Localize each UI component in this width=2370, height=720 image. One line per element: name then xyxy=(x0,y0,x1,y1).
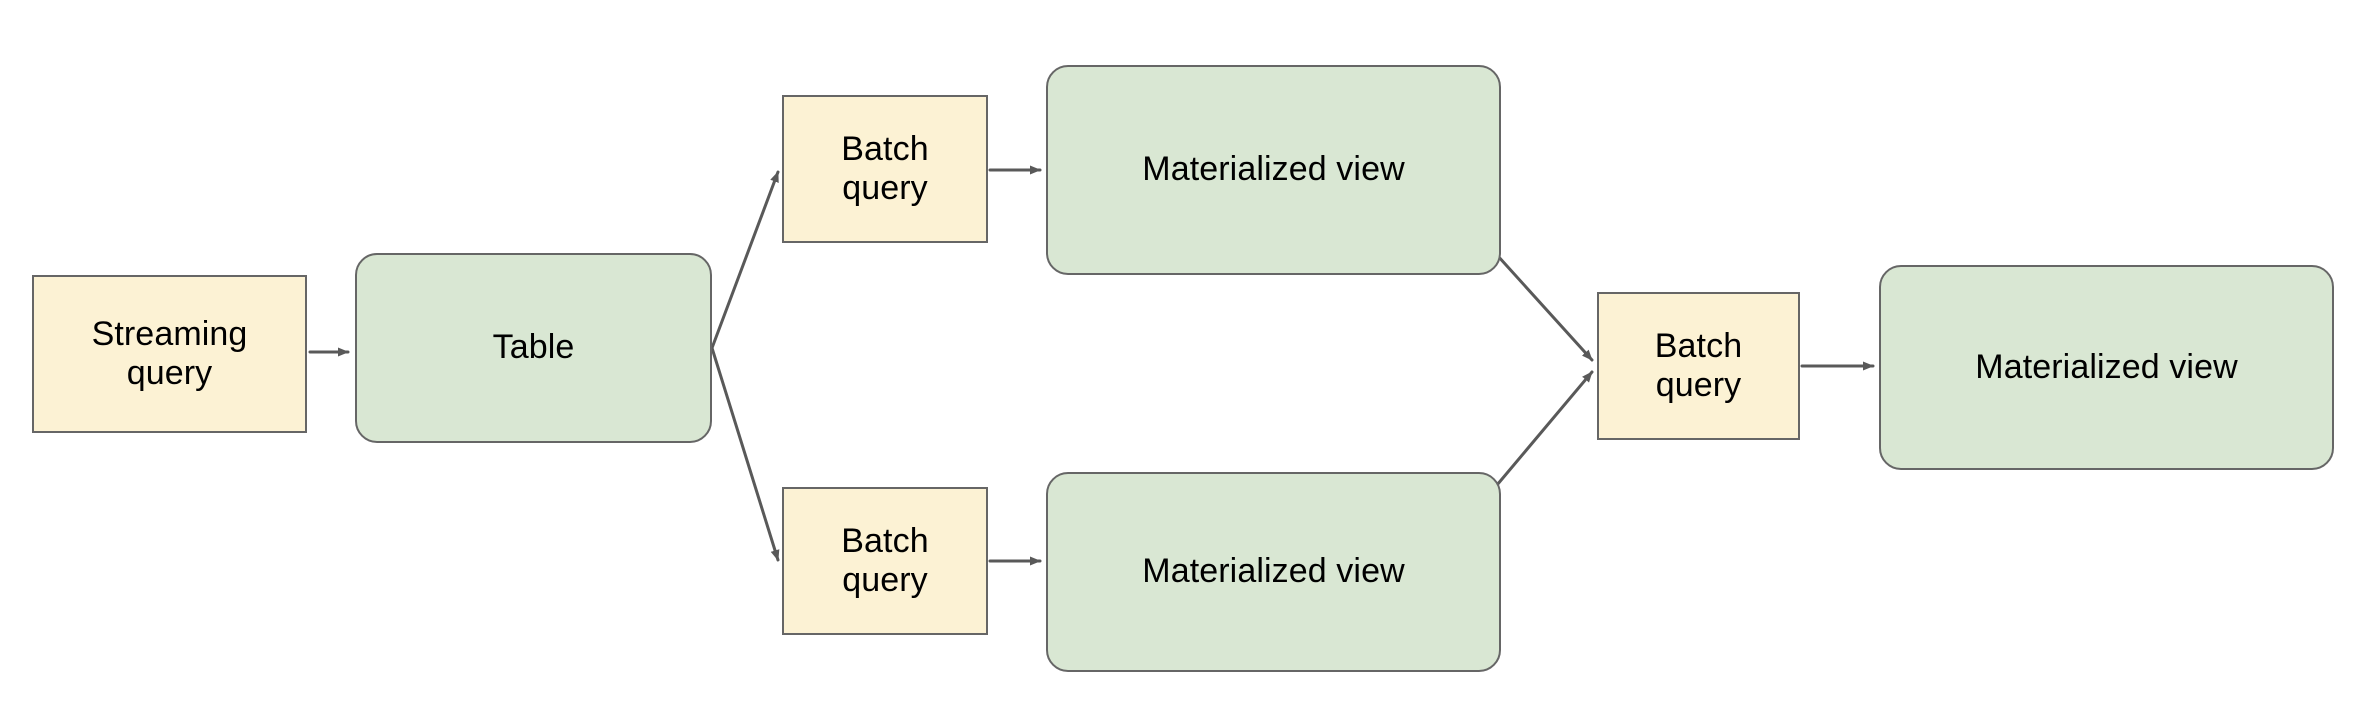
node-batch-query-merge[interactable]: Batch query xyxy=(1597,292,1800,440)
node-table[interactable]: Table xyxy=(355,253,712,443)
node-materialized-view-final[interactable]: Materialized view xyxy=(1879,265,2334,470)
edge-table-to-batch-bottom xyxy=(710,346,780,562)
edge-table-to-batch-top xyxy=(710,170,780,350)
node-batch-query-bottom[interactable]: Batch query xyxy=(782,487,988,635)
node-materialized-view-top[interactable]: Materialized view xyxy=(1046,65,1501,275)
node-materialized-view-bottom[interactable]: Materialized view xyxy=(1046,472,1501,672)
edge-view-top-to-batch-merge xyxy=(1495,253,1594,362)
node-streaming-query[interactable]: Streaming query xyxy=(32,275,307,433)
edge-view-bottom-to-batch-merge xyxy=(1495,370,1594,487)
node-batch-query-top[interactable]: Batch query xyxy=(782,95,988,243)
